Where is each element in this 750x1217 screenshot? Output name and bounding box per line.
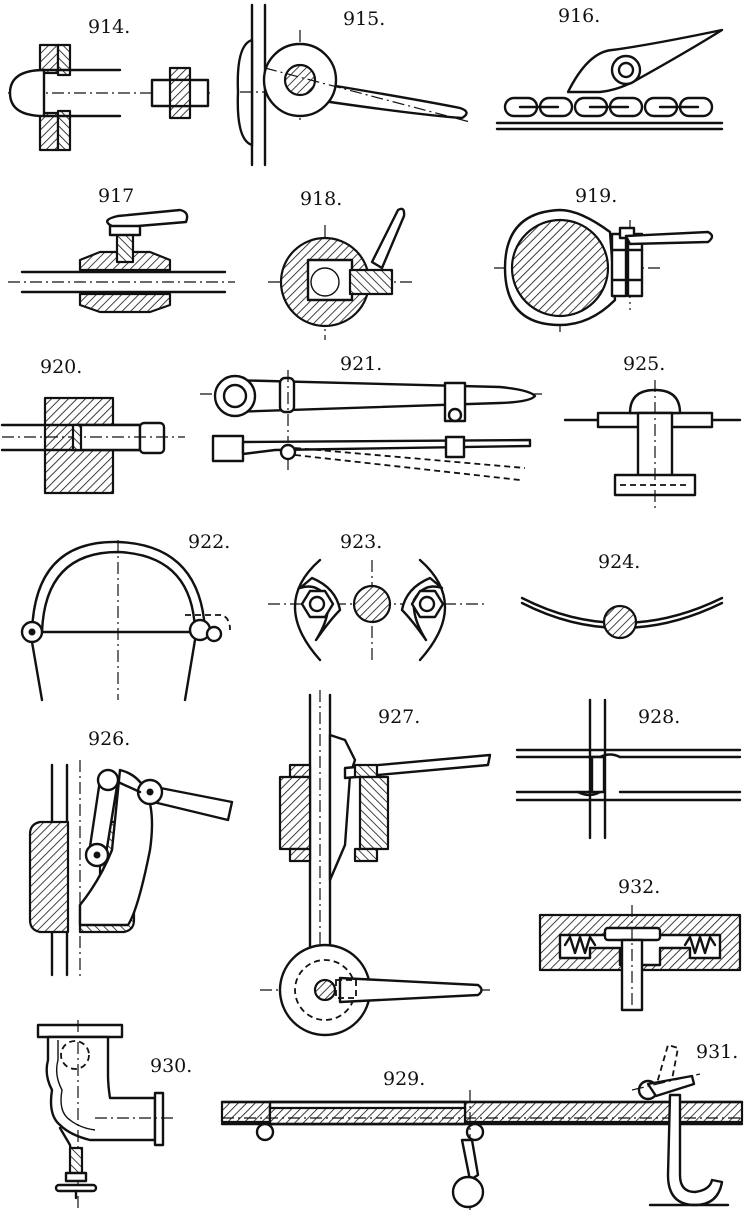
figure-926: 926.: [28, 728, 234, 980]
figure-929: 929.: [220, 1068, 744, 1210]
figure-label: 924.: [598, 551, 640, 573]
figure-923: 923.: [268, 531, 485, 662]
figure-label: 927.: [378, 706, 420, 728]
figure-label: 929.: [383, 1068, 425, 1090]
figure-label: 916.: [558, 5, 600, 27]
figure-924: 924.: [520, 551, 724, 640]
figure-932: 932.: [538, 876, 742, 1015]
figure-921: 921.: [200, 353, 545, 481]
figure-label: 922.: [188, 531, 230, 553]
figure-920: 920.: [0, 356, 185, 495]
figure-917: 917: [8, 185, 235, 314]
figure-label: 919.: [575, 185, 617, 207]
figure-914: 914.: [8, 16, 210, 152]
figure-928: 928.: [515, 698, 742, 840]
figure-label: 926.: [88, 728, 130, 750]
figure-931: 931.: [631, 1041, 738, 1207]
figure-label: 925.: [623, 353, 665, 375]
figure-label: 920.: [40, 356, 82, 378]
figure-919: 919.: [494, 185, 714, 335]
figure-label: 921.: [340, 353, 382, 375]
figure-930: 930.: [36, 1020, 192, 1210]
figure-label: 928.: [638, 706, 680, 728]
figure-925: 925.: [563, 353, 742, 510]
chain: [503, 96, 714, 118]
figure-label: 931.: [696, 1041, 738, 1063]
figure-label: 917: [98, 185, 134, 207]
figure-label: 918.: [300, 188, 342, 210]
figure-915: 915.: [236, 3, 471, 167]
figure-927: 927.: [260, 690, 492, 1037]
figure-label: 923.: [340, 531, 382, 553]
figure-label: 930.: [150, 1055, 192, 1077]
figure-922: 922.: [20, 531, 231, 702]
figure-label: 915.: [343, 8, 385, 30]
figure-label: 932.: [618, 876, 660, 898]
figure-label: 914.: [88, 16, 130, 38]
figure-918: 918.: [268, 188, 415, 340]
figure-916: 916.: [495, 5, 724, 131]
